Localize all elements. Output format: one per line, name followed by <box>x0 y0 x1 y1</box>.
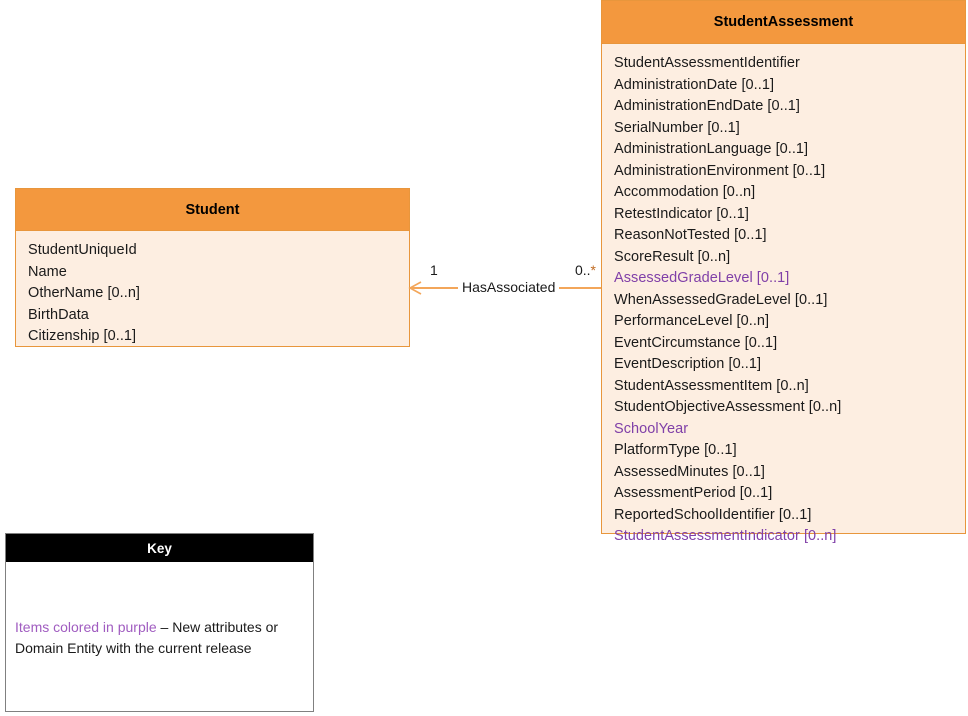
key-legend-line-1: Items colored in purple – New attributes… <box>15 617 303 638</box>
attribute-row: OtherName [0..n] <box>28 285 141 301</box>
attribute-row: StudentAssessmentItem [0..n] <box>614 377 809 394</box>
key-legend-line-1-rest: – New attributes or <box>156 619 279 635</box>
attribute-row-new: AssessedGradeLevel [0..1] <box>614 270 790 286</box>
key-legend-line-2: Domain Entity with the current release <box>15 640 252 656</box>
attribute-row: ReportedSchoolIdentifier [0..1] <box>614 506 812 523</box>
attribute-row: StudentAssessmentIdentifier <box>614 55 800 71</box>
entity-student-title: Student <box>16 189 409 231</box>
entity-student-attribute-list: StudentUniqueId Name OtherName [0..n] Bi… <box>16 231 409 354</box>
attribute-row-new: SchoolYear <box>614 420 689 437</box>
association-target-multiplicity: 0..* <box>575 262 596 278</box>
attribute-row: AdministrationEnvironment [0..1] <box>614 162 826 179</box>
attribute-row: SerialNumber [0..1] <box>614 119 740 136</box>
key-legend-box: Key Items colored in purple – New attrib… <box>5 533 314 712</box>
attribute-row: AdministrationDate [0..1] <box>614 76 775 93</box>
attribute-row: StudentObjectiveAssessment [0..n] <box>614 399 842 415</box>
attribute-row: WhenAssessedGradeLevel [0..1] <box>614 291 828 308</box>
key-legend-body: Items colored in purple – New attributes… <box>6 562 313 659</box>
attribute-row: Name <box>28 263 67 280</box>
attribute-row: AdministrationLanguage [0..1] <box>614 141 809 157</box>
entity-student-assessment[interactable]: StudentAssessment StudentAssessmentIdent… <box>601 0 966 544</box>
association-source-multiplicity: 1 <box>430 262 438 278</box>
association-target-multiplicity-star: * <box>590 262 596 278</box>
attribute-row: ScoreResult [0..n] <box>614 248 731 265</box>
attribute-row: ReasonNotTested [0..1] <box>614 227 767 243</box>
arrow-head-left-icon <box>408 280 424 296</box>
attribute-row: RetestIndicator [0..1] <box>614 205 749 222</box>
attribute-row: AssessmentPeriod [0..1] <box>614 485 773 501</box>
attribute-row-new: StudentAssessmentIndicator [0..n] <box>614 528 837 544</box>
attribute-row: AssessedMinutes [0..1] <box>614 463 766 480</box>
attribute-row: EventCircumstance [0..1] <box>614 334 778 351</box>
attribute-row: PlatformType [0..1] <box>614 442 737 458</box>
association-target-multiplicity-prefix: 0.. <box>574 262 591 278</box>
association-label: HasAssociated <box>458 279 560 295</box>
attribute-row: BirthData <box>28 306 89 323</box>
association-has-associated[interactable]: 1 HasAssociated 0..* <box>408 262 604 312</box>
entity-student[interactable]: Student StudentUniqueId Name OtherName [… <box>15 188 410 347</box>
entity-student-assessment-title: StudentAssessment <box>602 1 965 44</box>
attribute-row: StudentUniqueId <box>28 242 137 258</box>
attribute-row: PerformanceLevel [0..n] <box>614 313 770 329</box>
attribute-row: Citizenship [0..1] <box>28 328 137 344</box>
entity-student-assessment-attribute-list: StudentAssessmentIdentifier Administrati… <box>602 44 965 554</box>
key-legend-purple-phrase: Items colored in purple <box>15 619 157 635</box>
attribute-row: EventDescription [0..1] <box>614 356 762 372</box>
attribute-row: AdministrationEndDate [0..1] <box>614 98 800 114</box>
key-legend-title: Key <box>6 534 313 562</box>
attribute-row: Accommodation [0..n] <box>614 184 756 200</box>
